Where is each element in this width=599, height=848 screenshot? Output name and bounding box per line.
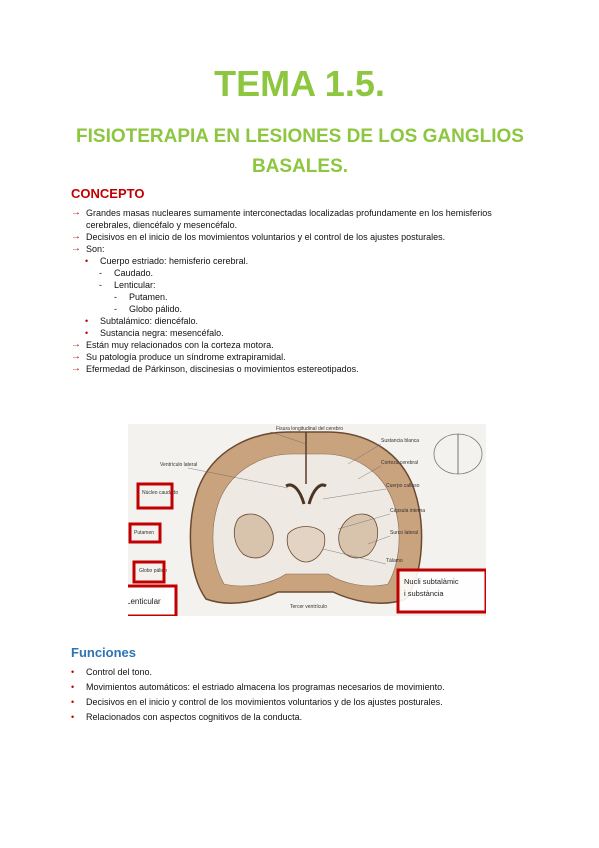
concepto-item-text: Globo pálido.	[129, 304, 183, 314]
funciones-item: • Decisivos en el inicio y control de los…	[71, 695, 531, 710]
funciones-heading: Funciones	[71, 645, 137, 660]
concepto-item-text: Putamen.	[129, 292, 168, 302]
ventricles	[285, 483, 327, 505]
label-corteza: Corteza cerebral	[381, 460, 418, 466]
funciones-item-text: Relacionados con aspectos cognitivos de …	[86, 712, 303, 722]
arrow-icon: →	[71, 339, 81, 350]
funciones-item: • Relacionados con aspectos cognitivos de…	[71, 710, 531, 725]
bullet-icon: •	[85, 316, 89, 326]
concepto-item: • Sustancia negra: mesencéfalo.	[85, 327, 531, 339]
concepto-item: - Lenticular:	[99, 279, 531, 291]
concepto-item-text: Efermedad de Párkinson, discinesias o mo…	[86, 364, 359, 374]
page-title: TEMA 1.5.	[214, 63, 385, 104]
concepto-item: - Caudado.	[99, 267, 531, 279]
funciones-item-text: Movimientos automáticos: el estriado alm…	[86, 682, 445, 692]
concepto-item: → Están muy relacionados con la corteza m…	[71, 339, 531, 351]
label-fisura: Fisura longitudinal del cerebro	[276, 426, 343, 432]
concepto-item-text: Lenticular:	[114, 280, 156, 290]
bullet-icon: •	[85, 328, 89, 338]
basal-ganglia-right	[338, 513, 379, 559]
funciones-item: • Control del tono.	[71, 665, 531, 680]
arrow-icon: →	[71, 243, 81, 254]
brain-section-figure: Fisura longitudinal del cerebro Ventrícu…	[128, 424, 486, 616]
label-sustancia: Sustancia blanca	[381, 438, 419, 444]
concepto-item: → Decisivos en el inicio de los movimient…	[71, 231, 531, 243]
label-caudado: Núcleo caudado	[142, 490, 178, 496]
concepto-list: → Grandes masas nucleares sumamente inter…	[71, 207, 531, 375]
concepto-item-text: Decisivos en el inicio de los movimiento…	[86, 232, 446, 242]
dash-icon: -	[99, 280, 102, 290]
label-capsula: Cápsula interna	[390, 508, 425, 514]
concepto-item: • Cuerpo estriado: hemisferio cerebral.	[85, 255, 531, 267]
dash-icon: -	[114, 292, 117, 302]
label-putamen: Putamen	[134, 530, 154, 536]
concepto-item: → Grandes masas nucleares sumamente inter…	[71, 207, 531, 231]
concepto-item-text: Su patología produce un síndrome extrapi…	[86, 352, 286, 362]
arrow-icon: →	[71, 207, 81, 218]
arrow-icon: →	[71, 231, 81, 242]
bullet-icon: •	[71, 667, 75, 677]
funciones-item: • Movimientos automáticos: el estriado al…	[71, 680, 531, 695]
concepto-item-text: Cuerpo estriado: hemisferio cerebral.	[100, 256, 249, 266]
concepto-item: → Efermedad de Párkinson, discinesias o m…	[71, 363, 531, 375]
concepto-item: → Son:	[71, 243, 531, 255]
bullet-icon: •	[71, 712, 75, 722]
concepto-item: • Subtalámico: diencéfalo.	[85, 315, 531, 327]
label-talamo: Tálamo	[386, 558, 403, 564]
dash-icon: -	[114, 304, 117, 314]
bullet-icon: •	[85, 256, 89, 266]
label-globo: Globo pálido	[139, 568, 167, 574]
label-surco: Surco lateral	[390, 530, 418, 536]
thalamus	[286, 526, 326, 563]
bullet-icon: •	[71, 682, 75, 692]
concepto-item: → Su patología produce un síndrome extrap…	[71, 351, 531, 363]
concepto-item-text: Subtalámico: diencéfalo.	[100, 316, 199, 326]
concepto-item: - Putamen.	[114, 291, 531, 303]
arrow-icon: →	[71, 363, 81, 374]
bullet-icon: •	[71, 697, 75, 707]
highlight-putamen	[128, 522, 162, 544]
highlight-caudado	[136, 482, 174, 510]
funciones-item-text: Decisivos en el inicio y control de los …	[86, 697, 443, 707]
label-lenticular: Lenticular	[128, 597, 161, 606]
concepto-item: - Globo pálido.	[114, 303, 531, 315]
highlight-globo	[132, 560, 166, 584]
brain-diagram: Fisura longitudinal del cerebro Ventrícu…	[128, 426, 486, 616]
arrow-icon: →	[71, 351, 81, 362]
concepto-item-text: Sustancia negra: mesencéfalo.	[100, 328, 224, 338]
funciones-list: • Control del tono. • Movimientos automátic…	[71, 665, 531, 725]
concepto-heading: CONCEPTO	[71, 186, 145, 201]
dash-icon: -	[99, 268, 102, 278]
label-ventriculo: Ventrículo lateral	[160, 462, 197, 468]
concepto-item-text: Caudado.	[114, 268, 154, 278]
concepto-item-text: Son:	[86, 244, 105, 254]
concepto-item-text: Grandes masas nucleares sumamente interc…	[86, 208, 492, 230]
label-cuerpo: Cuerpo calloso	[386, 483, 420, 489]
concepto-item-text: Están muy relacionados con la corteza mo…	[86, 340, 274, 350]
basal-ganglia-left	[233, 513, 274, 559]
label-tercer: Tercer ventrículo	[290, 604, 327, 610]
page-subtitle: FISIOTERAPIA EN LESIONES DE LOS GANGLIOS…	[76, 126, 524, 177]
funciones-item-text: Control del tono.	[86, 667, 153, 677]
